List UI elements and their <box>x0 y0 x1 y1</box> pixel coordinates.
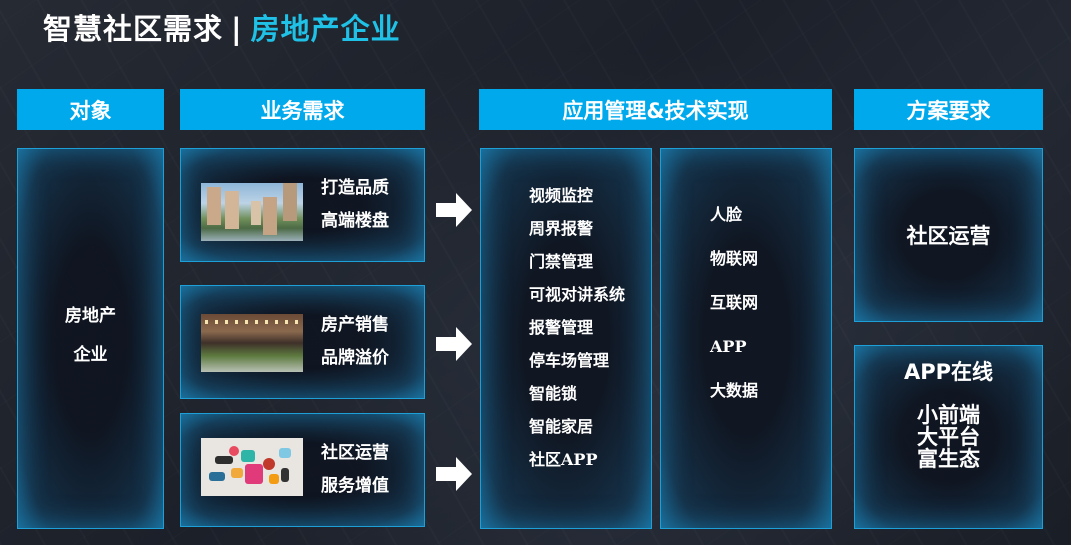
app-item: 门禁管理 <box>529 252 594 271</box>
need-1-line-2: 高端楼盘 <box>321 211 389 231</box>
app-item: 可视对讲系统 <box>529 285 626 304</box>
need-3-line-1: 社区运营 <box>321 443 389 463</box>
object-line-1: 房地产 <box>65 305 116 326</box>
applications-panel: 视频监控 周界报警 门禁管理 可视对讲系统 报警管理 停车场管理 智能锁 智能家… <box>480 148 652 529</box>
property-sales-image <box>201 314 303 372</box>
title-subtitle: 房地产企业 <box>250 12 401 46</box>
header-solution: 方案要求 <box>854 89 1043 130</box>
header-object: 对象 <box>17 89 164 130</box>
solution-box2-title: APP在线 <box>903 360 994 384</box>
app-item: 停车场管理 <box>529 351 610 370</box>
tech-item: APP <box>710 337 747 356</box>
object-panel: 房地产 企业 <box>17 148 164 529</box>
right-arrow-icon <box>436 457 472 491</box>
tech-item: 互联网 <box>710 293 759 312</box>
tech-item: 物联网 <box>710 249 759 268</box>
title-separator: | <box>231 12 243 46</box>
need-item-quality: 打造品质 高端楼盘 <box>180 148 425 262</box>
app-item: 报警管理 <box>529 318 594 337</box>
need-2-line-2: 品牌溢价 <box>321 348 389 368</box>
need-2-line-1: 房产销售 <box>321 315 389 335</box>
right-arrow-icon <box>436 193 472 227</box>
app-item: 视频监控 <box>529 186 594 205</box>
community-apps-image <box>201 438 303 496</box>
technologies-list: 人脸 物联网 互联网 APP 大数据 <box>710 203 758 423</box>
solution-box2-line-3: 富生态 <box>917 447 980 471</box>
need-item-community: 社区运营 服务增值 <box>180 413 425 527</box>
page-title: 智慧社区需求|房地产企业 <box>43 6 401 48</box>
solution-box2-line-1: 小前端 <box>917 403 980 427</box>
header-tech: 应用管理&技术实现 <box>479 89 832 130</box>
applications-list: 视频监控 周界报警 门禁管理 可视对讲系统 报警管理 停车场管理 智能锁 智能家… <box>529 179 625 476</box>
need-3-line-2: 服务增值 <box>321 476 389 496</box>
solution-box2-line-2: 大平台 <box>917 425 980 449</box>
need-1-line-1: 打造品质 <box>321 178 389 198</box>
technologies-panel: 人脸 物联网 互联网 APP 大数据 <box>660 148 832 529</box>
tech-item: 大数据 <box>710 381 759 400</box>
app-item: 周界报警 <box>529 219 594 238</box>
solution-app-online: APP在线 小前端 大平台 富生态 <box>854 345 1043 529</box>
app-item: 智能锁 <box>529 384 578 403</box>
header-needs: 业务需求 <box>180 89 425 130</box>
residential-buildings-image <box>201 183 303 241</box>
object-line-2: 企业 <box>73 344 108 365</box>
app-item: 社区APP <box>529 450 598 469</box>
tech-item: 人脸 <box>710 205 743 224</box>
solution-community-operation: 社区运营 <box>854 148 1043 322</box>
app-item: 智能家居 <box>529 417 594 436</box>
need-item-sales: 房产销售 品牌溢价 <box>180 285 425 399</box>
right-arrow-icon <box>436 327 472 361</box>
solution-box1-text: 社区运营 <box>906 224 991 248</box>
title-main: 智慧社区需求 <box>43 12 224 46</box>
